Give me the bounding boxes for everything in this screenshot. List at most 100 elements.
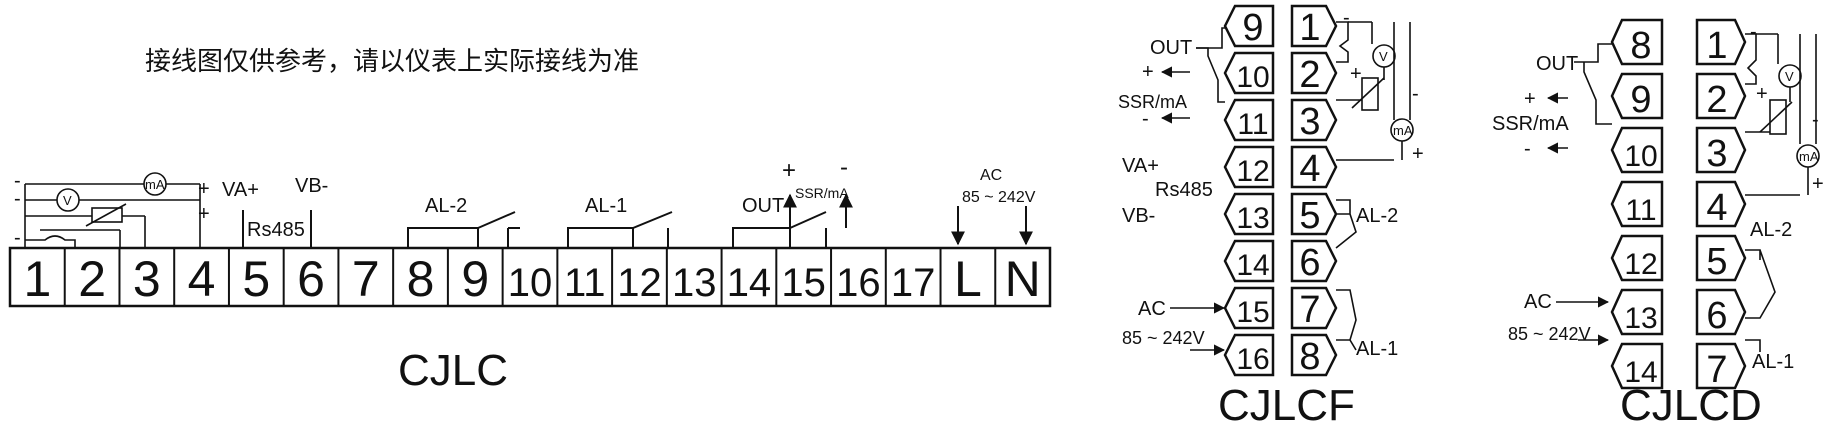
cjlc-al1-label: AL-1 [585, 195, 627, 217]
cjlc-sensor-wiring [24, 172, 201, 248]
cjlcf-right-1: 1 [1299, 7, 1320, 49]
cjlcd-left-10: 10 [1624, 140, 1657, 173]
cjlc-minus-3: - [14, 227, 21, 249]
cjlcf-right-box [1290, 145, 1338, 189]
cjlcd-ac-label: AC [1524, 291, 1552, 313]
cjlcf-al1-label: AL-1 [1356, 338, 1398, 360]
cjlcd-plus-1: + [1756, 83, 1768, 105]
cjlcd-left-box [1610, 18, 1664, 66]
cjlcd-right-box [1695, 342, 1747, 390]
cjlcf-ac-label: AC [1138, 298, 1166, 320]
cjlcf-left-15: 15 [1236, 296, 1269, 329]
cjlcd-plus-2: + [1812, 173, 1824, 195]
cjlcd-title: CJLCD [1620, 381, 1762, 428]
cjlc-terminal-strip [8, 246, 1052, 308]
cjlcf-rs485-label: Rs485 [1155, 179, 1213, 201]
cjlcf-left-box [1223, 286, 1275, 330]
cjlc-out-label: OUT [742, 195, 784, 217]
cjlcd-minus-ssr: - [1524, 138, 1531, 160]
cjlcd-left-12: 12 [1624, 248, 1657, 281]
cjlcf-left-10: 10 [1236, 61, 1269, 94]
cjlcf-right-box [1290, 286, 1338, 330]
cjlc-terminal-10: 10 [508, 261, 553, 305]
cjlcd-right-box [1695, 72, 1747, 120]
cjlcd-right-6: 6 [1706, 295, 1727, 337]
cjlc-terminal-L: L [954, 251, 982, 307]
cjlcf-plus-ssr: + [1142, 61, 1154, 83]
cjlc-terminal-dividers [63, 248, 997, 306]
cjlcf-left-box [1223, 145, 1275, 189]
cjlcf-plus-2: + [1412, 143, 1424, 165]
cjlcd-left-11: 11 [1625, 194, 1656, 227]
cjlcf-va-label: VA+ [1122, 155, 1159, 177]
cjlcd-left-box [1610, 288, 1664, 336]
cjlcd-right-box [1695, 234, 1747, 282]
cjlcf-left-box [1223, 239, 1275, 283]
cjlc-vb-label: VB- [295, 175, 328, 197]
cjlcf-left-box [1223, 192, 1275, 236]
cjlc-terminal-3: 3 [133, 251, 161, 307]
cjlcd-left-14: 14 [1624, 356, 1657, 389]
cjlc-terminal-9: 9 [461, 251, 489, 307]
cjlcf-right-box [1290, 239, 1338, 283]
cjlcf-right-3: 3 [1299, 101, 1320, 143]
cjlcf-right-5: 5 [1299, 195, 1320, 237]
cjlc-terminal-5: 5 [242, 251, 270, 307]
cjlcd-left-box [1610, 126, 1664, 174]
cjlcf-left-box [1223, 333, 1275, 377]
cjlcd-al2-label: AL-2 [1750, 219, 1792, 241]
cjlc-minus-2: - [14, 188, 21, 210]
cjlcf-right-box [1290, 51, 1338, 95]
cjlcf-right-box [1290, 192, 1338, 236]
cjlcd-right-1: 1 [1706, 25, 1727, 67]
cjlcf-ammeter-label: mA [1393, 123, 1413, 138]
cjlcf-plus-1: + [1350, 63, 1362, 85]
cjlcd-right-box [1695, 180, 1747, 228]
cjlcf-left-9: 9 [1242, 7, 1263, 49]
cjlcd-minus-2: - [1812, 109, 1819, 131]
cjlc-terminal-17: 17 [891, 261, 936, 305]
cjlc-terminal-16: 16 [836, 261, 881, 305]
cjlc-terminal-1: 1 [23, 251, 51, 307]
cjlc-plus-1: + [198, 178, 210, 200]
cjlc-ac-label: AC [980, 167, 1002, 184]
cjlc-range-label: 85 ~ 242V [962, 189, 1036, 206]
cjlc-terminal-7: 7 [352, 251, 380, 307]
cjlc-terminal-6: 6 [297, 251, 325, 307]
cjlc-terminal-4: 4 [188, 251, 216, 307]
cjlcd-ssr-label: SSR/mA [1492, 113, 1569, 135]
cjlcd-left-box [1610, 234, 1664, 282]
cjlc-terminal-15: 15 [781, 261, 826, 305]
cjlcf-out-label: OUT [1150, 37, 1192, 59]
cjlc-ssr-minus: - [840, 154, 848, 181]
cjlcf-left-11: 11 [1237, 108, 1268, 141]
cjlcf-left-box [1223, 4, 1275, 48]
cjlc-voltmeter-label: V [63, 193, 72, 208]
cjlcf-voltmeter-label: V [1379, 49, 1388, 64]
cjlc-terminal-13: 13 [672, 261, 717, 305]
cjlcf-title: CJLCF [1218, 381, 1355, 428]
cjlcf-ssr-label: SSR/mA [1118, 92, 1187, 112]
cjlcf-right-4: 4 [1299, 148, 1320, 190]
cjlcf-left-box [1223, 51, 1275, 95]
cjlc-ssr-plus: + [782, 157, 796, 184]
cjlcd-right-box [1695, 288, 1747, 336]
cjlcf-sensor-wiring [1336, 21, 1414, 161]
cjlc-terminal-12: 12 [617, 261, 662, 305]
cjlcd-ammeter-label: mA [1799, 149, 1819, 164]
cjlc-plus-2: + [198, 203, 210, 225]
cjlcf-left-14: 14 [1236, 249, 1269, 282]
cjlcd-right-3: 3 [1706, 133, 1727, 175]
cjlcf-right-box [1290, 4, 1338, 48]
cjlcd-right-box [1695, 126, 1747, 174]
cjlcd-left-box [1610, 180, 1664, 228]
cjlcd-sensor-wiring [1745, 33, 1820, 196]
cjlcf-left-box [1223, 98, 1275, 142]
